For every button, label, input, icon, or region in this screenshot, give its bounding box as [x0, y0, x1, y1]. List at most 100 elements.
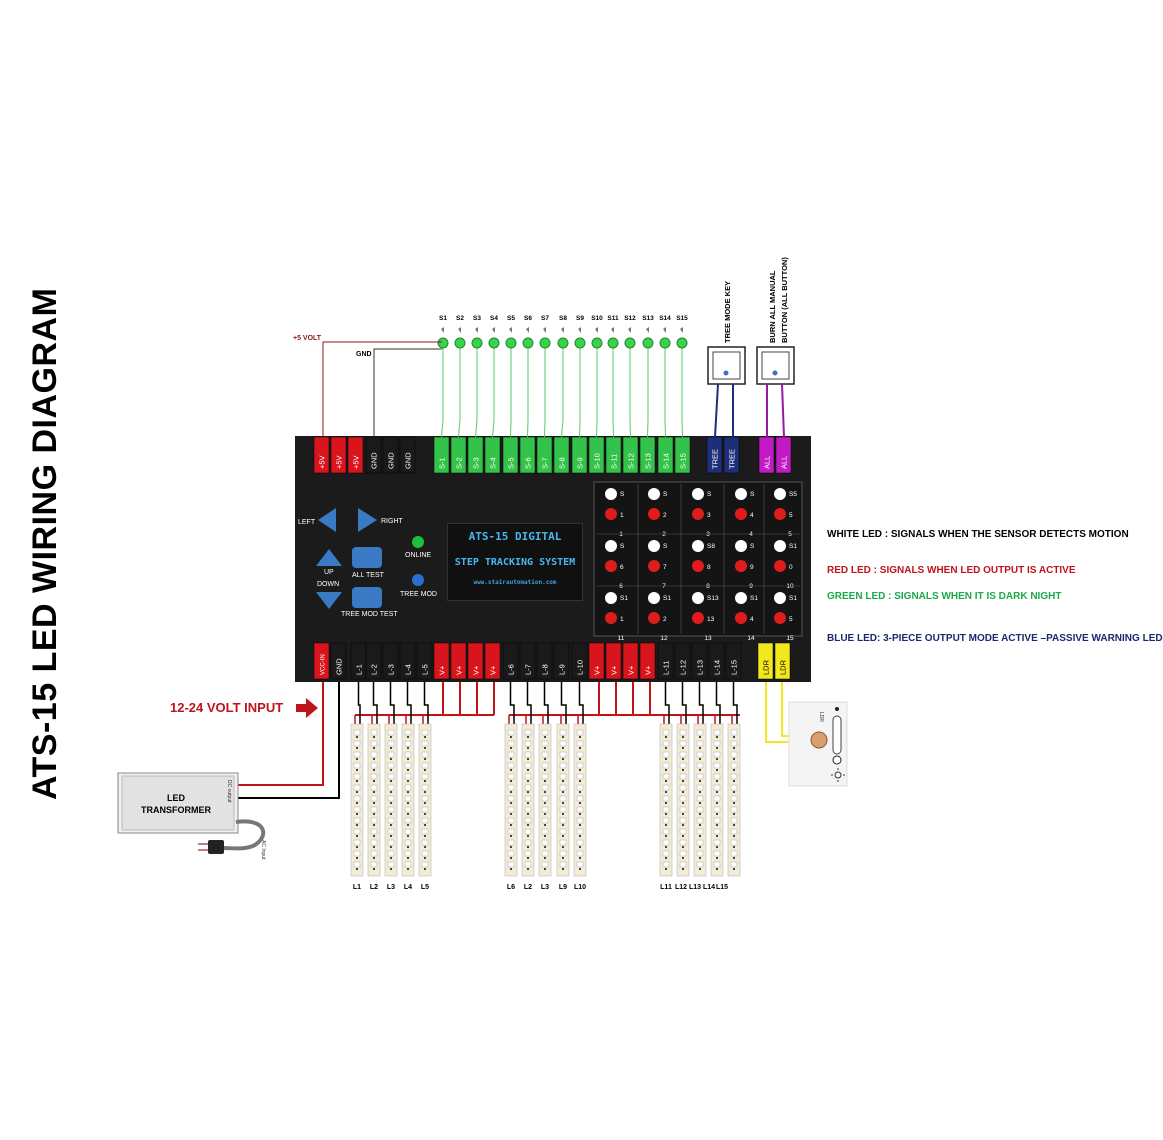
top-terminal-label: S-14 [662, 453, 671, 469]
strip-led-chip [353, 729, 361, 736]
led-channel-number: 3 [706, 531, 710, 538]
up-arrow-icon[interactable] [316, 549, 342, 566]
tree-mod-test-button[interactable] [352, 587, 382, 608]
lcd-line-3: www.stairautomation.com [473, 579, 557, 586]
bottom-terminal [657, 642, 674, 680]
strip-resistor [716, 747, 718, 749]
bottom-terminal [365, 642, 382, 680]
strip-led-chip [353, 773, 361, 780]
strip-resistor [390, 802, 392, 804]
speaker-icon [458, 327, 461, 333]
strip-resistor [407, 835, 409, 837]
strip-resistor [407, 857, 409, 859]
strip-led-chip [421, 795, 429, 802]
led-channel-number: 4 [749, 531, 753, 538]
strip-led-chip [507, 729, 515, 736]
bottom-terminal-label: L-5 [421, 664, 430, 675]
speaker-icon [680, 327, 683, 333]
speaker-icon [509, 327, 512, 333]
white-led-label: S [750, 491, 755, 498]
strip-led-chip [524, 806, 532, 813]
strip-resistor [682, 747, 684, 749]
sensor-icon [624, 337, 636, 349]
all-test-button[interactable] [352, 547, 382, 568]
white-led-icon [605, 540, 617, 552]
strip-resistor [356, 780, 358, 782]
bottom-terminal [622, 642, 639, 680]
strip-led-chip [353, 828, 361, 835]
strip-led-chip [370, 806, 378, 813]
led-transformer: LED TRANSFORMER DC output AC Input [117, 772, 266, 860]
strip-resistor [733, 824, 735, 826]
sensor-icon [591, 337, 603, 349]
strip-led-chip [387, 850, 395, 857]
burn-all-button[interactable] [756, 346, 795, 385]
strip-led-chip [370, 729, 378, 736]
strip-led-chip [541, 861, 549, 868]
strip-led-chip [370, 839, 378, 846]
strip-led-chip [559, 740, 567, 747]
strip-signal-wire [406, 682, 412, 725]
down-arrow-icon[interactable] [316, 592, 342, 609]
right-arrow-icon[interactable] [358, 508, 377, 532]
strip-resistor [527, 791, 529, 793]
strip-resistor [544, 813, 546, 815]
white-led-label: S [663, 543, 668, 550]
strip-led-chip [524, 784, 532, 791]
speaker-icon [543, 327, 546, 333]
strip-led-chip [696, 828, 704, 835]
strip-signal-wire [389, 682, 395, 725]
sensor-icon [557, 337, 569, 349]
strip-led-chip [679, 861, 687, 868]
strip-led-chip [507, 817, 515, 824]
led-channel-number: 6 [619, 583, 623, 590]
strip-resistor [562, 791, 564, 793]
strip-led-chip [353, 795, 361, 802]
strip-resistor [579, 802, 581, 804]
red-led-icon [774, 508, 786, 520]
strip-led-chip [559, 806, 567, 813]
strip-led-chip [679, 784, 687, 791]
strip-resistor [562, 857, 564, 859]
bottom-terminal [588, 642, 605, 680]
strip-led-chip [713, 839, 721, 846]
strip-resistor [544, 791, 546, 793]
strip-led-chip [524, 850, 532, 857]
speaker-icon [663, 327, 666, 333]
strip-led-chip [713, 729, 721, 736]
strip-led-chip [370, 784, 378, 791]
strip-resistor [665, 780, 667, 782]
strip-resistor [562, 780, 564, 782]
white-led-icon [605, 488, 617, 500]
red-led-label: 4 [750, 512, 754, 519]
strip-led-chip [713, 740, 721, 747]
tree-mode-key[interactable] [707, 346, 746, 385]
top-terminal-label: S-1 [438, 457, 447, 469]
strip-led-chip [662, 784, 670, 791]
strip-led-chip [524, 751, 532, 758]
strip-resistor [682, 835, 684, 837]
left-arrow-icon[interactable] [318, 508, 336, 532]
strip-led-chip [679, 828, 687, 835]
bottom-terminal [313, 642, 330, 680]
strip-led-chip [541, 850, 549, 857]
sensor-wire [492, 343, 495, 438]
strip-led-chip [713, 806, 721, 813]
bottom-terminal-label: V+ [644, 665, 653, 675]
red-led-label: 7 [663, 564, 667, 571]
strip-resistor [733, 846, 735, 848]
strip-resistor [424, 769, 426, 771]
strip-resistor [510, 868, 512, 870]
top-terminal [723, 436, 740, 474]
bottom-terminal [774, 642, 791, 680]
strip-led-chip [404, 784, 412, 791]
sensor-wire [664, 343, 666, 438]
strip-resistor [356, 857, 358, 859]
red-led-label: 4 [750, 616, 754, 623]
strip-led-chip [696, 850, 704, 857]
strip-resistor [356, 835, 358, 837]
strip-resistor [579, 758, 581, 760]
white-led-icon [774, 592, 786, 604]
white-led-label: S1 [663, 595, 671, 602]
strip-resistor [733, 758, 735, 760]
